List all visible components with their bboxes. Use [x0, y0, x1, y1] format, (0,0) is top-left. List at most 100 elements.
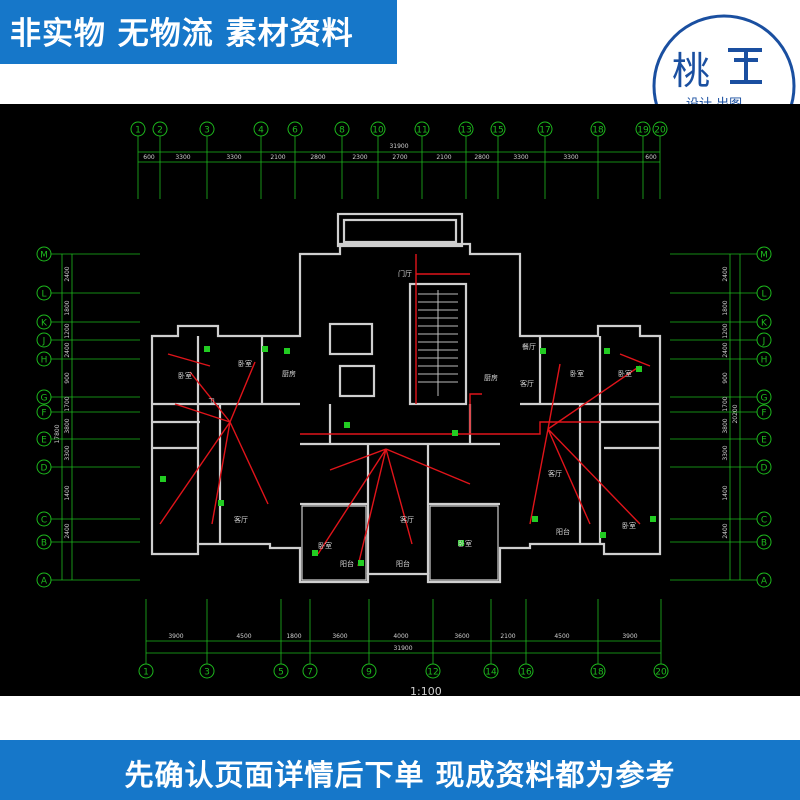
dim-right-value: 2400 [722, 523, 729, 538]
dim-left-value: 1200 [64, 323, 71, 338]
axis-top-bubble-18-label: 18 [592, 126, 604, 136]
room-label: 厨房 [282, 369, 296, 378]
axis-bottom-bubble-16-label: 16 [520, 668, 532, 678]
axis-right-bubble-A-label: A [761, 577, 768, 587]
axis-top-bubble-3-label: 3 [204, 126, 210, 136]
dim-top-value: 2300 [352, 154, 367, 161]
axis-left-bubble-K-label: K [41, 319, 48, 329]
axis-left-bubble-M-label: M [40, 251, 48, 261]
dim-top-value: 600 [645, 154, 657, 161]
axis-top-bubble-20-label: 20 [654, 126, 666, 136]
dim-right-value: 900 [722, 372, 729, 384]
dim-top-value: 3300 [563, 154, 578, 161]
dim-left-value: 3300 [64, 445, 71, 460]
dim-right-value: 3300 [722, 445, 729, 460]
dim-bottom-value: 4500 [236, 633, 251, 640]
room-label: 客厅 [548, 469, 562, 478]
dim-right-value: 1200 [722, 323, 729, 338]
room-label: 客厅 [520, 379, 534, 388]
axis-right-bubble-E-label: E [761, 436, 767, 446]
axis-right-bubble-G-label: G [761, 394, 768, 404]
room-label: 卧室 [622, 521, 636, 530]
axis-top-bubble-13-label: 13 [460, 126, 471, 136]
axis-left-bubble-E-label: E [41, 436, 47, 446]
room-label: 客厅 [234, 515, 248, 524]
room-label: 阳台 [340, 559, 354, 568]
dim-right-value: 2400 [722, 266, 729, 281]
dim-bottom-value: 4500 [554, 633, 569, 640]
axis-left-bubble-L-label: L [41, 290, 46, 300]
axis-bottom-bubble-5-label: 5 [278, 668, 284, 678]
top-banner: 非实物 无物流 素材资料 [0, 0, 397, 64]
dim-right-value: 1400 [722, 485, 729, 500]
axis-bottom-bubble-1-label: 1 [143, 668, 149, 678]
room-label: 卧室 [570, 369, 584, 378]
top-banner-text: 非实物 无物流 素材资料 [10, 16, 354, 52]
dim-top-value: 2800 [474, 154, 489, 161]
axis-bottom-bubble-9-label: 9 [366, 668, 372, 678]
axis-left-bubble-F-label: F [41, 409, 46, 419]
axis-right-bubble-B-label: B [761, 539, 767, 549]
axis-top-bubble-19-label: 19 [637, 126, 649, 136]
room-label: 餐厅 [522, 342, 536, 351]
axis-left-bubble-J-label: J [42, 337, 46, 347]
axis-top-bubble-2-label: 2 [157, 126, 163, 136]
dim-left-value: 900 [64, 372, 71, 384]
circuit-layer [159, 254, 651, 567]
dim-bottom-value: 2100 [500, 633, 515, 640]
dim-bottom-value: 3900 [168, 633, 183, 640]
axis-bottom-bubble-3-label: 3 [204, 668, 210, 678]
axis-left-bubble-H-label: H [41, 356, 48, 366]
axis-left-bubble-C-label: C [41, 516, 47, 526]
room-label: 卧室 [178, 371, 192, 380]
dim-left-value: 1800 [64, 300, 71, 315]
dim-left-value: 1400 [64, 485, 71, 500]
dim-top-value: 3300 [226, 154, 241, 161]
fixture-layer [160, 346, 656, 566]
room-label: 厨房 [484, 373, 498, 382]
dim-bottom-value: 3900 [622, 633, 637, 640]
axis-bottom-bubble-12-label: 12 [427, 668, 438, 678]
walls-layer [150, 212, 662, 584]
axis-top-bubble-15-label: 15 [492, 126, 503, 136]
axis-right-bubble-H-label: H [761, 356, 768, 366]
axis-bottom-bubble-14-label: 14 [485, 668, 497, 678]
dim-bottom-value: 1800 [286, 633, 301, 640]
room-label: 卧室 [618, 369, 632, 378]
axis-top-bubble-10-label: 10 [372, 126, 384, 136]
axis-right-bubble-D-label: D [761, 464, 768, 474]
axis-right-bubble-M-label: M [760, 251, 768, 261]
room-label: 卧室 [458, 539, 472, 548]
dim-left-value: 2400 [64, 523, 71, 538]
axis-bottom-bubble-20-label: 20 [655, 668, 667, 678]
axis-top-bubble-11-label: 11 [416, 126, 427, 136]
axis-right-bubble-J-label: J [762, 337, 766, 347]
dim-left-value: 2400 [64, 342, 71, 357]
axis-left-bubble-B-label: B [41, 539, 47, 549]
dim-right-value: 1800 [722, 300, 729, 315]
dim-bottom-value: 3600 [454, 633, 469, 640]
dim-top-value: 3300 [175, 154, 190, 161]
room-label: 卧室 [238, 359, 252, 368]
axis-top-bubble-8-label: 8 [339, 126, 345, 136]
dim-top-total: 31900 [389, 143, 408, 150]
room-label: 门厅 [398, 269, 412, 278]
dim-bottom-value: 4000 [393, 633, 408, 640]
dim-right-value: 3800 [722, 418, 729, 433]
dim-top-value: 3300 [513, 154, 528, 161]
axis-right-bubble-C-label: C [761, 516, 767, 526]
plan-scale: 1:100 [410, 685, 442, 696]
axis-right-bubble-L-label: L [761, 290, 766, 300]
axis-left-bubble-G-label: G [41, 394, 48, 404]
axis-top-bubble-6-label: 6 [292, 126, 298, 136]
dim-left-value: 1700 [64, 396, 71, 411]
dim-bottom-total: 31900 [393, 645, 412, 652]
room-label: 阳台 [556, 527, 570, 536]
dim-top-value: 2100 [436, 154, 451, 161]
axis-right-bubble-F-label: F [761, 409, 766, 419]
dim-top-value: 2700 [392, 154, 407, 161]
